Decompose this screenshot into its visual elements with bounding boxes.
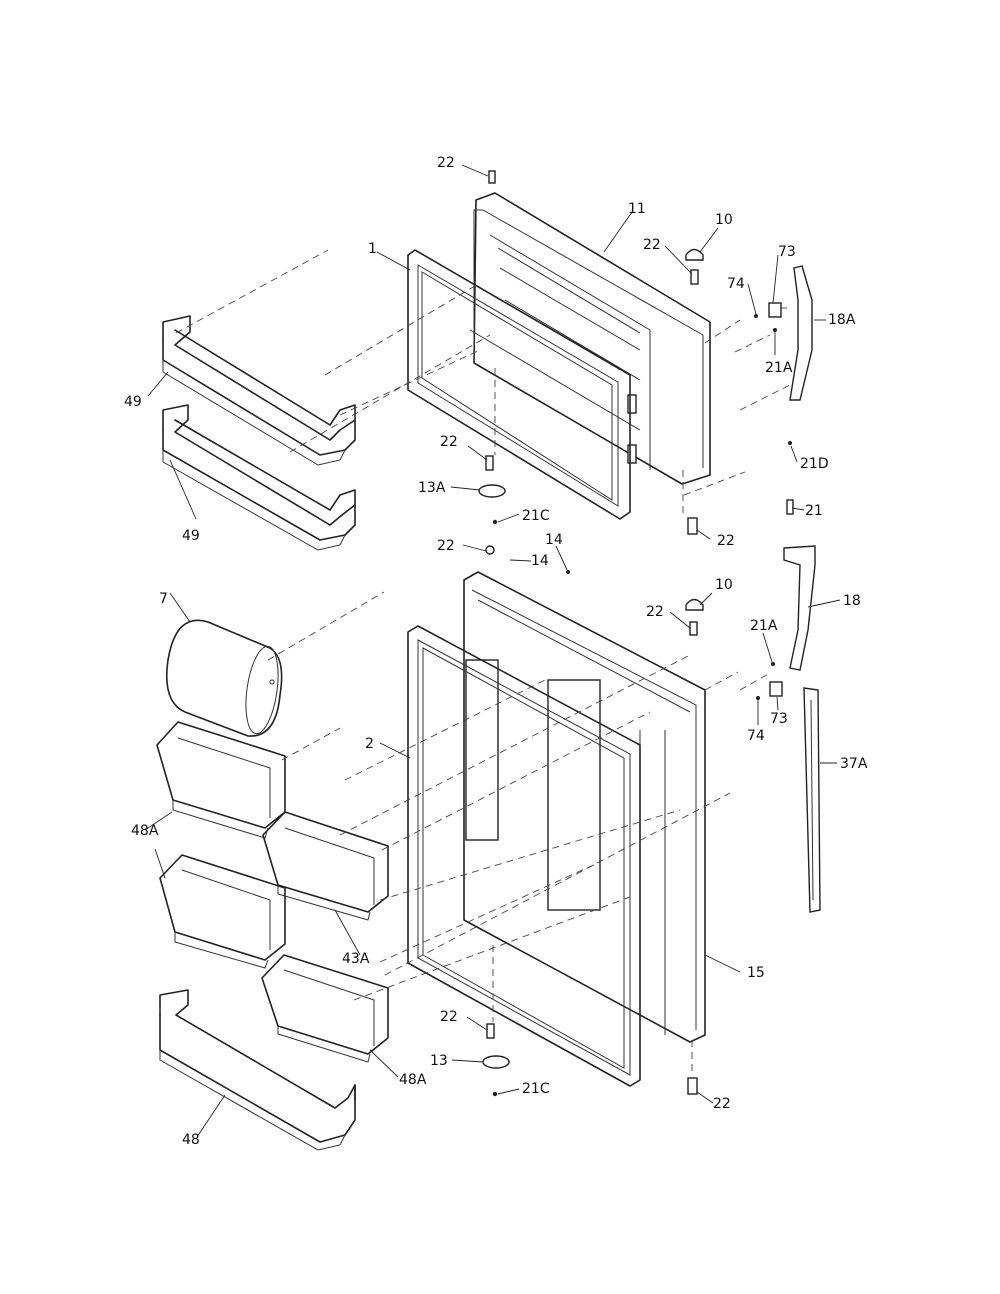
- label-2: 2: [365, 736, 374, 752]
- label-21c: 21C: [522, 1081, 550, 1097]
- door-bin-left-top: [156, 721, 286, 839]
- label-13: 13: [430, 1053, 448, 1069]
- label-73: 73: [778, 244, 796, 260]
- label-10: 10: [715, 577, 733, 593]
- door-rail-upper: [162, 315, 356, 466]
- dairy-compartment: [166, 619, 283, 737]
- label-7: 7: [159, 591, 168, 607]
- label-22: 22: [440, 1009, 458, 1025]
- label-11: 11: [628, 201, 646, 217]
- label-22: 22: [643, 237, 661, 253]
- middle-hinge: [769, 545, 816, 697]
- leader-lines: [144, 164, 841, 1138]
- label-21a: 21A: [765, 360, 793, 376]
- part-labels: 22 11 10 22 73 74 18A 21A 21D 1 49 49 22…: [124, 155, 868, 1148]
- label-14: 14: [531, 553, 549, 569]
- label-14: 14: [545, 532, 563, 548]
- label-21: 21: [805, 503, 823, 519]
- door-rail-lower: [162, 404, 356, 551]
- label-74: 74: [727, 276, 745, 292]
- assembly-lines: [175, 249, 791, 1076]
- door-bin-right-bottom: [261, 954, 389, 1063]
- label-21a: 21A: [750, 618, 778, 634]
- label-18: 18: [843, 593, 861, 609]
- label-22: 22: [437, 155, 455, 171]
- label-37a: 37A: [840, 756, 868, 772]
- door-bin-middle: [262, 811, 389, 921]
- hinge-cover-strip: [803, 687, 821, 913]
- door-shelf-bottom: [159, 989, 356, 1151]
- label-21c: 21C: [522, 508, 550, 524]
- label-73: 73: [770, 711, 788, 727]
- fresh-food-door-outer-panel: [463, 571, 706, 1043]
- label-1: 1: [368, 241, 377, 257]
- label-22: 22: [717, 533, 735, 549]
- fasteners: [478, 170, 794, 1097]
- label-15: 15: [747, 965, 765, 981]
- label-22: 22: [440, 434, 458, 450]
- freezer-door-outer-panel: [469, 192, 711, 485]
- label-74: 74: [747, 728, 765, 744]
- upper-hinge: [768, 265, 813, 401]
- label-48a: 48A: [399, 1072, 427, 1088]
- label-10: 10: [715, 212, 733, 228]
- freezer-door-gasket: [407, 249, 631, 520]
- door-bin-left-bottom: [159, 854, 286, 969]
- label-48: 48: [182, 1132, 200, 1148]
- label-48a: 48A: [131, 823, 159, 839]
- label-18a: 18A: [828, 312, 856, 328]
- label-22: 22: [437, 538, 455, 554]
- label-43a: 43A: [342, 951, 370, 967]
- label-22: 22: [713, 1096, 731, 1112]
- label-21d: 21D: [800, 456, 829, 472]
- label-49: 49: [124, 394, 142, 410]
- label-49: 49: [182, 528, 200, 544]
- label-13a: 13A: [418, 480, 446, 496]
- label-22: 22: [646, 604, 664, 620]
